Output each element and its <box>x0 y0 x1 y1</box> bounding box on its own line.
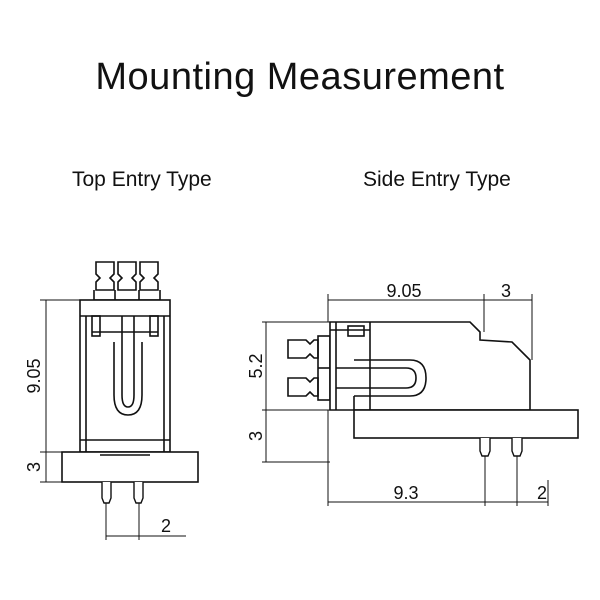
top-dim-base-height: 3 <box>24 462 44 472</box>
top-entry-label: Top Entry Type <box>72 168 212 191</box>
side-entry-latches <box>287 335 331 401</box>
side-dim-base-height: 3 <box>246 431 266 441</box>
side-dim-upper-height: 5.2 <box>246 353 266 378</box>
top-entry-dimensions <box>40 299 186 540</box>
side-dim-pin-pitch: 2 <box>537 483 547 503</box>
side-entry-pins <box>479 438 523 457</box>
side-entry-dimensions <box>262 294 549 506</box>
top-dim-pin-pitch: 2 <box>161 516 171 536</box>
top-dim-body-height: 9.05 <box>24 358 44 393</box>
page-title: Mounting Measurement <box>95 56 505 98</box>
top-entry-base <box>61 451 199 483</box>
side-dim-offset-top: 3 <box>501 281 511 301</box>
side-dim-length-top: 9.05 <box>386 281 421 301</box>
top-entry-drawing: 9.05 3 2 <box>24 261 199 540</box>
side-entry-drawing: 9.05 3 5.2 3 9.3 2 <box>246 281 579 506</box>
top-entry-pins <box>101 482 144 504</box>
side-entry-housing <box>329 321 531 411</box>
side-dim-length-bottom: 9.3 <box>393 483 418 503</box>
side-entry-base <box>353 409 579 439</box>
side-entry-label: Side Entry Type <box>363 168 511 191</box>
top-entry-housing <box>79 299 171 453</box>
top-entry-latches <box>93 261 161 301</box>
